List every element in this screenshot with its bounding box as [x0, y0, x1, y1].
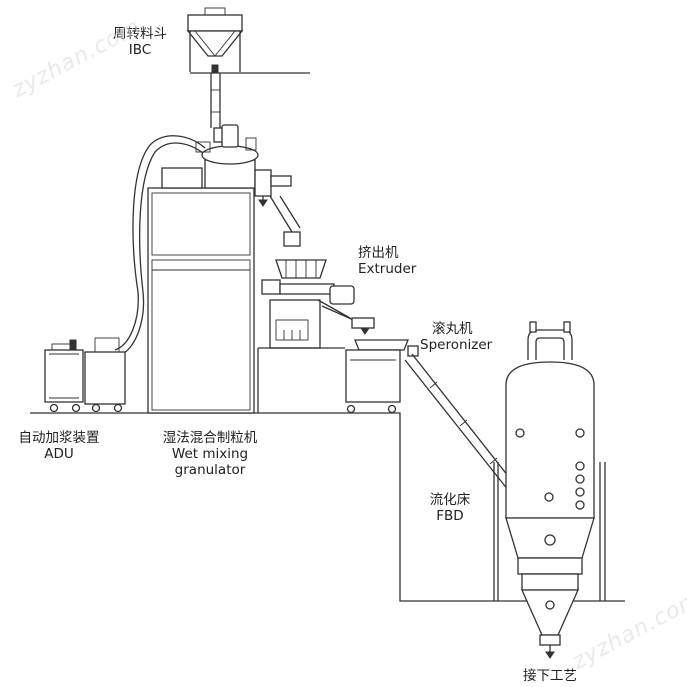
granulator-label-en2: granulator [174, 462, 246, 478]
adu-label: 自动加浆装置 ADU [4, 430, 114, 462]
speronizer-machine [345, 339, 528, 506]
granulator-label-zh: 湿法混合制粒机 [162, 430, 258, 446]
speronizer-label-en: Speronizer [420, 337, 493, 353]
extruder-label: 挤出机 Extruder [358, 245, 416, 277]
granulator-label: 湿法混合制粒机 Wet mixing granulator [150, 430, 270, 478]
fbd-machine [493, 321, 606, 659]
fbd-label-en: FBD [436, 508, 464, 524]
next-process-label-zh: 接下工艺 [523, 668, 577, 684]
adu-label-zh: 自动加浆装置 [18, 430, 100, 446]
granulator-machine [114, 124, 301, 414]
adu-unit [44, 337, 126, 413]
ibc-label-en: IBC [128, 42, 152, 58]
speronizer-label: 滚丸机 Speronizer [420, 321, 492, 353]
granulator-label-en1: Wet mixing [171, 446, 249, 462]
next-process-label: 接下工艺 [505, 668, 595, 684]
fbd-label: 流化床 FBD [418, 492, 482, 524]
ibc-label-zh: 周转料斗 [113, 26, 167, 42]
extruder-label-en: Extruder [358, 261, 417, 277]
ibc-label: 周转料斗 IBC [96, 26, 184, 58]
extruder-machine [257, 259, 375, 413]
fbd-label-zh: 流化床 [429, 492, 471, 508]
extruder-label-zh: 挤出机 [358, 245, 399, 261]
speronizer-label-zh: 滚丸机 [432, 321, 473, 337]
adu-label-en: ADU [44, 446, 74, 462]
ibc-hopper [186, 7, 244, 143]
